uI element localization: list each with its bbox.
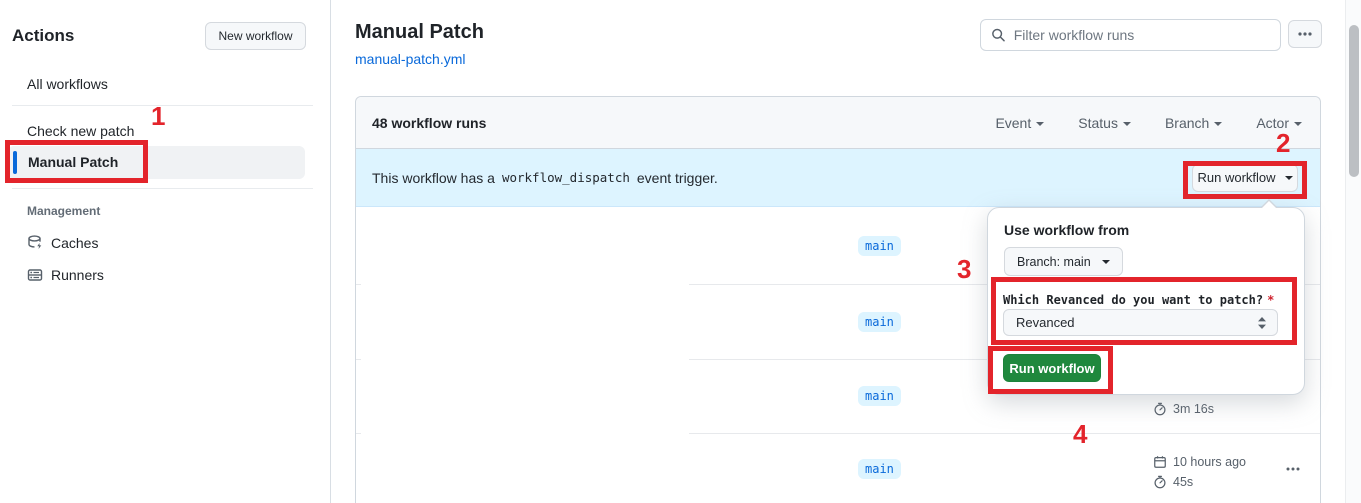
calendar-icon (1154, 456, 1166, 468)
run-workflow-popup: Use workflow from Branch: main Which Rev… (987, 199, 1305, 395)
run-workflow-dropdown-button[interactable]: Run workflow (1192, 163, 1298, 192)
branch-badge[interactable]: main (858, 235, 901, 256)
chevron-down-icon (1214, 121, 1223, 126)
banner-text: event trigger. (636, 169, 718, 186)
search-icon (992, 28, 1005, 42)
page-title: Manual Patch (355, 21, 484, 43)
row-divider (356, 359, 361, 360)
sidebar-item-caches[interactable]: Caches (27, 235, 98, 251)
stopwatch-icon (1154, 475, 1166, 489)
select-arrows-icon (1258, 316, 1266, 329)
new-workflow-button[interactable]: New workflow (205, 22, 306, 50)
scrollbar-thumb[interactable] (1349, 25, 1359, 177)
row-divider (356, 284, 361, 285)
sidebar-item-check-new-patch[interactable]: Check new patch (27, 123, 135, 139)
filter-status[interactable]: Status (1078, 115, 1131, 131)
chevron-down-icon (1101, 259, 1110, 264)
chevron-down-icon (1122, 121, 1131, 126)
workflow-runs-count: 48 workflow runs (372, 114, 487, 131)
filter-runs-searchbox[interactable] (980, 19, 1281, 51)
stopwatch-icon (1154, 402, 1166, 416)
runs-table-header: 48 workflow runs Event Status Branch Act… (356, 97, 1320, 149)
actions-sidebar: Actions New workflow All workflows Check… (0, 0, 331, 503)
sidebar-item-label: Runners (51, 267, 104, 283)
workflow-input-label: Which Revanced do you want to patch?* (1003, 293, 1275, 307)
runs-filters: Event Status Branch Actor (995, 115, 1302, 131)
search-input[interactable] (1013, 27, 1270, 43)
workflow-file-link[interactable]: manual-patch.yml (355, 51, 466, 67)
sidebar-divider (12, 188, 313, 189)
kebab-icon (1286, 467, 1300, 471)
branch-select-button[interactable]: Branch: main (1004, 247, 1123, 276)
table-row[interactable]: main (356, 207, 1320, 284)
sidebar-item-runners[interactable]: Runners (27, 267, 104, 283)
sidebar-item-label: Caches (51, 235, 99, 251)
sidebar-divider (12, 105, 313, 106)
branch-badge[interactable]: main (858, 386, 901, 406)
sidebar-item-all-workflows[interactable]: All workflows (27, 76, 108, 92)
banner-code: workflow_dispatch (501, 170, 630, 185)
sidebar-title: Actions (12, 26, 75, 45)
revanced-select[interactable]: Revanced (1003, 309, 1278, 336)
row-divider (689, 433, 1320, 434)
runners-icon (27, 269, 43, 281)
page-more-options-button[interactable] (1288, 20, 1322, 48)
run-workflow-submit-button[interactable]: Run workflow (1003, 354, 1101, 382)
chevron-down-icon (1036, 121, 1045, 126)
run-age: 10 hours ago (1153, 455, 1246, 469)
cache-icon (28, 235, 42, 249)
page-scrollbar[interactable] (1345, 0, 1361, 503)
sidebar-item-manual-patch[interactable]: Manual Patch (8, 146, 305, 179)
branch-badge[interactable]: main (858, 311, 901, 332)
row-divider (356, 433, 361, 434)
filter-actor[interactable]: Actor (1256, 115, 1302, 131)
banner-text: This workflow has a (372, 169, 495, 186)
required-asterisk: * (1267, 293, 1275, 307)
sidebar-item-label: Manual Patch (28, 154, 119, 170)
chevron-down-icon (1294, 121, 1302, 126)
popup-header: Use workflow from (1004, 222, 1130, 238)
branch-badge[interactable]: main (858, 458, 901, 479)
selected-indicator-bar (13, 151, 17, 174)
filter-event[interactable]: Event (995, 115, 1045, 131)
run-duration: 45s (1153, 475, 1193, 489)
workflow-dispatch-banner: This workflow has a workflow_dispatch ev… (356, 149, 1320, 207)
kebab-icon (1298, 32, 1312, 36)
run-duration: 3m 16s (1153, 402, 1214, 416)
run-options-button[interactable] (1280, 459, 1306, 479)
table-row[interactable]: main 10 hours ago 45s (356, 433, 1320, 503)
management-group-header: Management (27, 204, 101, 218)
selected-option: Revanced (1016, 315, 1075, 330)
chevron-down-icon (1284, 175, 1293, 180)
filter-branch[interactable]: Branch (1165, 115, 1223, 131)
